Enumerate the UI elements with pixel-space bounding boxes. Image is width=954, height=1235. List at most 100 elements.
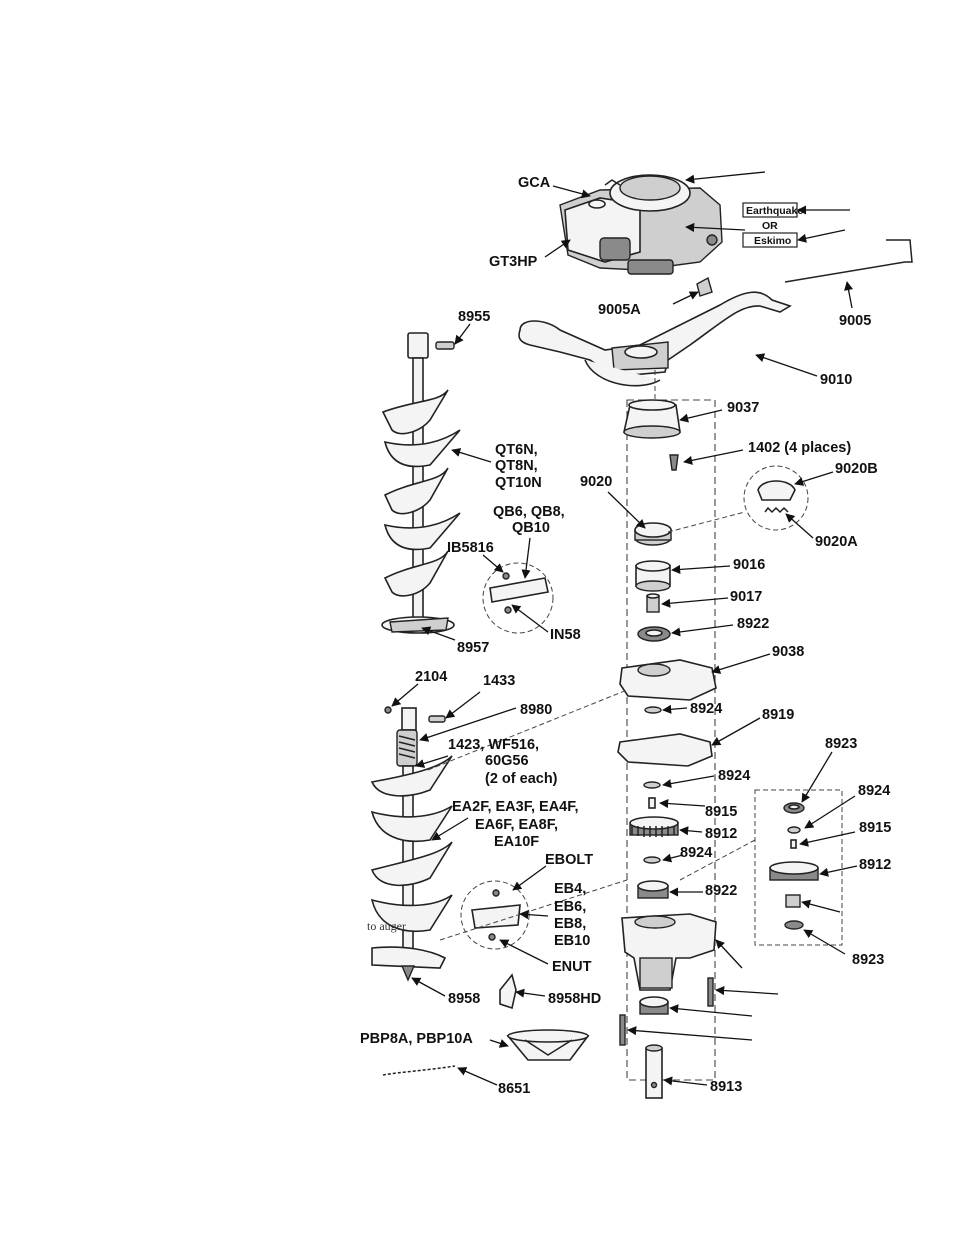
label-8958hd: 8958HD — [548, 991, 601, 1007]
part-pbp-cone — [506, 1029, 590, 1061]
part-9010-handle — [518, 291, 792, 387]
eskimo-decal-box — [742, 232, 798, 248]
center-column-dashed-outline — [626, 399, 716, 1081]
gear-detail-box — [754, 789, 843, 946]
part-9037-sleeve — [623, 399, 681, 439]
label-8923-bottom: 8923 — [852, 952, 884, 968]
label-9017: 9017 — [730, 589, 762, 605]
label-9020: 9020 — [580, 474, 612, 490]
label-9037: 9037 — [727, 400, 759, 416]
label-8915-right: 8915 — [859, 820, 891, 836]
label-8913: 8913 — [710, 1079, 742, 1095]
earthquake-decal-box — [742, 202, 798, 218]
part-1402-screw — [669, 454, 679, 471]
part-8651-cable — [382, 1065, 456, 1076]
label-8924-right: 8924 — [858, 783, 890, 799]
case-bolt-right — [707, 977, 714, 1007]
label-8957: 8957 — [457, 640, 489, 656]
label-1423-line1: 1423, WF516, — [448, 737, 539, 753]
gear-case-lower — [621, 913, 717, 991]
part-9038-gear-housing-cover — [619, 659, 717, 701]
label-8958: 8958 — [448, 991, 480, 1007]
label-8923-top: 8923 — [825, 736, 857, 752]
label-gt3hp: GT3HP — [489, 254, 538, 270]
label-8919: 8919 — [762, 707, 794, 723]
label-8924-1: 8924 — [690, 701, 722, 717]
label-9020b: 9020B — [835, 461, 878, 477]
part-9017-pinion — [646, 593, 660, 613]
part-1433-bolt — [428, 715, 446, 723]
label-pbp: PBP8A, PBP10A — [360, 1031, 473, 1047]
label-9016: 9016 — [733, 557, 765, 573]
label-8915-center: 8915 — [705, 804, 737, 820]
label-eb10: EB10 — [554, 933, 590, 949]
part-8924-washer-2 — [643, 781, 661, 789]
part-8922-bearing-upper — [637, 626, 671, 642]
part-8924-washer-3 — [643, 856, 661, 864]
part-9020-clutch — [634, 522, 672, 546]
part-8912-gear — [629, 816, 679, 837]
label-ebolt: EBOLT — [545, 852, 593, 868]
part-9016-drum — [635, 560, 671, 592]
auger-qt-flighting — [381, 332, 461, 634]
label-8924-3: 8924 — [680, 845, 712, 861]
eskimo-decal-label: Eskimo — [754, 235, 791, 247]
part-8955-bolt — [435, 341, 455, 350]
label-1423-line2: 60G56 — [485, 753, 529, 769]
qb-blade-detail — [482, 562, 554, 634]
part-8919-gasket — [617, 733, 713, 767]
label-8912-right: 8912 — [859, 857, 891, 873]
label-1402: 1402 (4 places) — [748, 440, 851, 456]
part-2104-screw — [384, 706, 392, 714]
label-8980: 8980 — [520, 702, 552, 718]
label-qb6: QB6, QB8, — [493, 504, 565, 520]
label-ib5816: IB5816 — [447, 540, 494, 556]
label-enut: ENUT — [552, 959, 592, 975]
connector-dash-clutch — [667, 511, 746, 533]
clutch-detail-circle — [743, 465, 809, 531]
connector-dash-gearbox — [679, 839, 756, 881]
label-8924-2: 8924 — [718, 768, 750, 784]
part-8924-washer-1 — [644, 706, 662, 714]
label-to-auger: to auger — [367, 919, 406, 933]
label-8651: 8651 — [498, 1081, 530, 1097]
engine-powerhead — [559, 174, 723, 275]
case-bolt-left — [619, 1014, 626, 1046]
label-qt8n: QT8N, — [495, 458, 538, 474]
auger-ea-flighting — [370, 707, 453, 982]
label-ea-line1: EA2F, EA3F, EA4F, — [452, 799, 579, 815]
connector-dash-auger-2 — [439, 879, 628, 941]
part-8958hd-point — [499, 973, 517, 1010]
label-8922-lower: 8922 — [705, 883, 737, 899]
label-gca: GCA — [518, 175, 551, 191]
earthquake-decal-label: Earthquake — [746, 205, 803, 217]
or-label: OR — [762, 220, 778, 232]
label-9038: 9038 — [772, 644, 804, 660]
part-8922-bearing-lower — [637, 880, 669, 899]
label-eb8: EB8, — [554, 916, 586, 932]
label-2104: 2104 — [415, 669, 447, 685]
part-9005a-clip — [696, 276, 713, 297]
label-1433: 1433 — [483, 673, 515, 689]
label-9005: 9005 — [839, 313, 871, 329]
label-qt6n: QT6N, — [495, 442, 538, 458]
label-1423-line3: (2 of each) — [485, 771, 558, 787]
label-qt10n: QT10N — [495, 475, 542, 491]
label-8912-center: 8912 — [705, 826, 737, 842]
label-qb10: QB10 — [512, 520, 550, 536]
label-eb4: EB4, — [554, 881, 586, 897]
label-in58: IN58 — [550, 627, 581, 643]
label-eb6: EB6, — [554, 899, 586, 915]
part-8913-output-shaft — [645, 1044, 663, 1099]
label-ea-line3: EA10F — [494, 834, 539, 850]
label-9020a: 9020A — [815, 534, 858, 550]
label-9010: 9010 — [820, 372, 852, 388]
connector-dash-auger-1 — [427, 689, 628, 771]
label-ea-line2: EA6F, EA8F, — [475, 817, 558, 833]
part-8915-pin — [648, 797, 656, 809]
bottom-bearing — [639, 996, 669, 1015]
label-9005a: 9005A — [598, 302, 641, 318]
label-8955: 8955 — [458, 309, 490, 325]
part-9005-rod — [784, 239, 913, 283]
